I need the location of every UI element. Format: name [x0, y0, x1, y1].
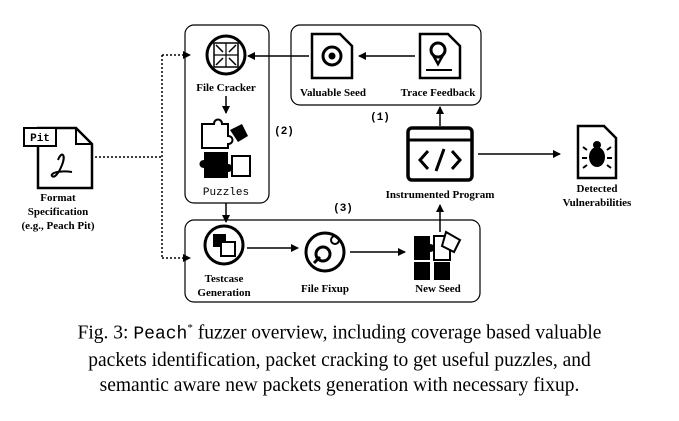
- testcase-line2: Generation: [197, 287, 250, 299]
- fuzzer-overview-diagram: Pit Format Specification (e.g., Peach Pi…: [22, 24, 632, 303]
- puzzles-label: Puzzles: [203, 187, 249, 199]
- format-spec-line3: (e.g., Peach Pit): [22, 220, 95, 232]
- file-cracker-label: File Cracker: [196, 82, 256, 94]
- instrumented-program-label: Instrumented Program: [386, 189, 495, 201]
- figure-caption: Fig. 3: Peach* fuzzer overview, includin…: [10, 316, 669, 398]
- format-spec-line2: Specification: [28, 206, 89, 218]
- document-icon: [23, 126, 94, 190]
- caption-prefix: Fig. 3:: [77, 322, 134, 344]
- feedback-group-box: [290, 24, 482, 106]
- trace-feedback-label: Trace Feedback: [401, 87, 477, 99]
- new-seed-icon: [414, 230, 462, 280]
- caption-star: *: [187, 322, 193, 334]
- pit-label: Pit: [30, 133, 50, 145]
- new-seed-label: New Seed: [415, 283, 461, 295]
- cracker-group-box: [184, 24, 270, 204]
- bug-document-icon: [576, 124, 618, 180]
- testcase-generation-icon: [203, 224, 245, 266]
- step-label-3: (3): [333, 203, 353, 215]
- file-fixup-icon: [304, 231, 346, 273]
- valuable-seed-icon: [310, 32, 354, 80]
- step-label-1: (1): [370, 112, 390, 124]
- testcase-line1: Testcase: [205, 273, 244, 285]
- detected-line2: Vulnerabilities: [563, 197, 632, 209]
- step-label-2: (2): [274, 126, 294, 138]
- puzzles-icon: [199, 118, 251, 178]
- file-fixup-label: File Fixup: [301, 283, 349, 295]
- trace-feedback-icon: [418, 32, 462, 80]
- dotted-connector: [95, 51, 191, 262]
- caption-line2: packets identification, packet cracking …: [88, 349, 591, 371]
- file-cracker-icon: [205, 34, 247, 76]
- detected-line1: Detected: [577, 183, 618, 195]
- format-spec-line1: Format: [40, 192, 76, 204]
- valuable-seed-label: Valuable Seed: [300, 87, 366, 99]
- code-window-icon: [406, 126, 474, 182]
- caption-tool-name: Peach: [133, 324, 188, 345]
- caption-line1: fuzzer overview, including coverage base…: [192, 322, 602, 344]
- caption-line3: semantic aware new packets generation wi…: [99, 374, 580, 396]
